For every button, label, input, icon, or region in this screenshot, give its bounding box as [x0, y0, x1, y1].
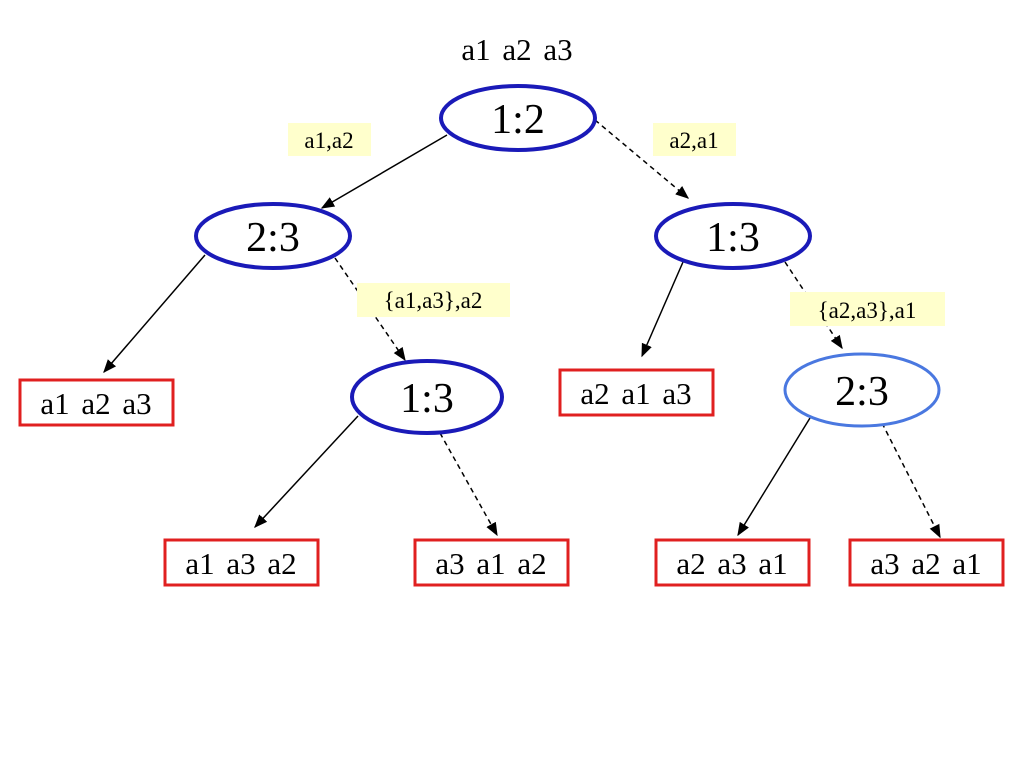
edge-root-right — [594, 119, 690, 199]
node-left: 2:3 — [194, 202, 352, 270]
node-right-right: 2:3 — [783, 352, 941, 428]
leaf-l3: a1 a3 a2 — [163, 538, 320, 587]
svg-text:{a2,a3},a1: {a2,a3},a1 — [818, 298, 917, 323]
node-root: 1:2 — [439, 84, 597, 152]
edge-label-root-right: a2,a1 — [653, 123, 736, 156]
edge-right-right — [784, 261, 843, 350]
node-left-right: 1:3 — [350, 359, 504, 435]
root-permutation-label: a1 a2 a3 — [461, 32, 572, 67]
edge-label-left-right: {a1,a3},a2 — [357, 283, 510, 317]
leaf-l2: a2 a1 a3 — [558, 368, 715, 417]
leaf-l5: a2 a3 a1 — [654, 538, 811, 587]
svg-text:2:3: 2:3 — [246, 215, 300, 261]
edge-label-right-right: {a2,a3},a1 — [790, 292, 945, 326]
edge-leftright-leaf4 — [439, 432, 498, 537]
edge-label-root-left: a1,a2 — [288, 123, 371, 156]
svg-text:1:2: 1:2 — [491, 97, 545, 143]
edge-left-right — [334, 257, 406, 362]
svg-text:1:3: 1:3 — [706, 215, 760, 261]
svg-text:a3 a1 a2: a3 a1 a2 — [435, 546, 546, 581]
leaf-l1: a1 a2 a3 — [18, 378, 175, 427]
svg-text:a2 a1 a3: a2 a1 a3 — [580, 376, 691, 411]
svg-text:a1,a2: a1,a2 — [304, 128, 353, 153]
svg-text:2:3: 2:3 — [835, 369, 889, 415]
svg-text:1:3: 1:3 — [400, 376, 454, 422]
edge-rightright-leaf5 — [737, 417, 811, 537]
svg-text:a1 a2 a3: a1 a2 a3 — [40, 386, 151, 421]
svg-text:a2,a1: a2,a1 — [669, 128, 718, 153]
svg-text:{a1,a3},a2: {a1,a3},a2 — [384, 288, 483, 313]
leaf-l4: a3 a1 a2 — [413, 538, 570, 587]
edge-left-leaf1 — [103, 254, 206, 374]
edge-rightright-leaf6 — [881, 422, 941, 539]
svg-text:a3 a2 a1: a3 a2 a1 — [870, 546, 981, 581]
leaf-l6: a3 a2 a1 — [848, 538, 1005, 587]
edge-root-left — [320, 134, 448, 209]
svg-text:a2 a3 a1: a2 a3 a1 — [676, 546, 787, 581]
edge-leftright-leaf3 — [254, 415, 359, 528]
svg-text:a1 a3 a2: a1 a3 a2 — [185, 546, 296, 581]
edge-right-leaf2 — [641, 261, 684, 358]
node-right: 1:3 — [654, 202, 812, 270]
